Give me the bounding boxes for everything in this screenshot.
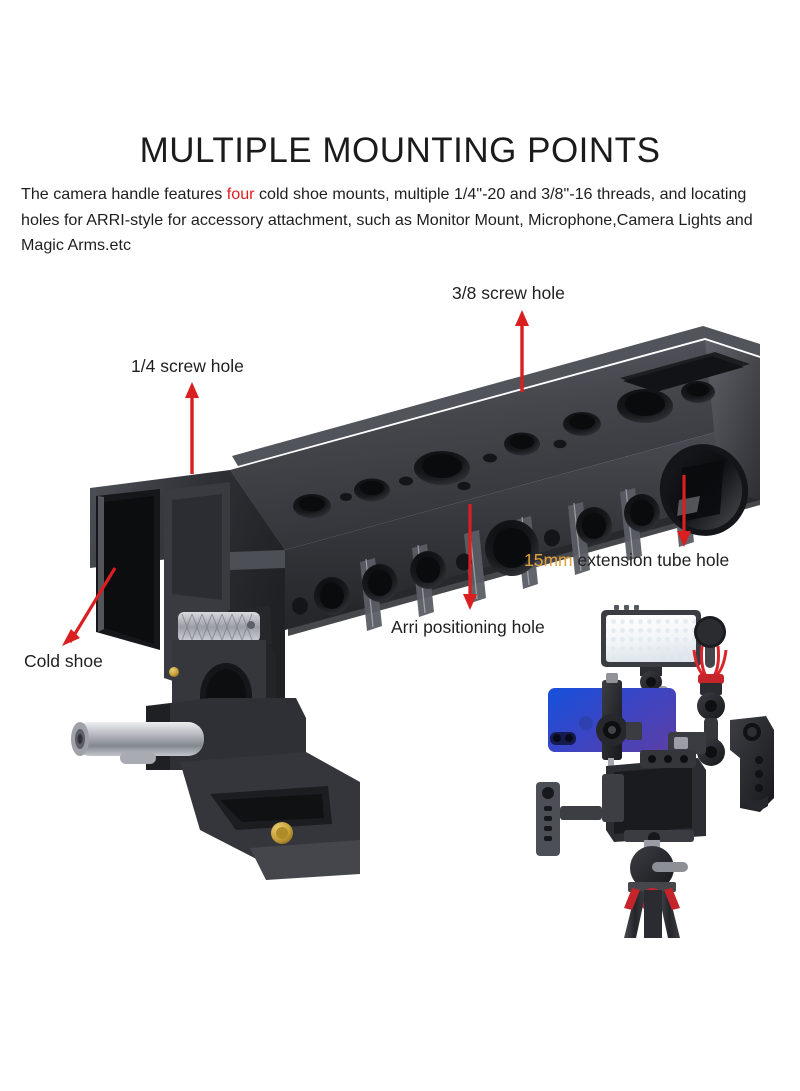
phone-clamp (596, 673, 642, 802)
page-title: MULTIPLE MOUNTING POINTS (139, 131, 661, 170)
handle-mount-assembly (71, 612, 360, 880)
intro-text-before: The camera handle features (21, 185, 227, 203)
camera-handle-illustration (60, 300, 760, 890)
callout-label-extension-tube-hole-amber: 15mm (524, 550, 573, 570)
extension-rod (71, 722, 204, 764)
arrow-three-eighth-screw-hole (511, 310, 533, 392)
camera-cage (602, 750, 706, 844)
side-handle (730, 716, 774, 812)
callout-label-cold-shoe: Cold shoe (24, 651, 103, 671)
arrow-cold-shoe (58, 550, 128, 646)
callout-label-three-eighth-screw-hole: 3/8 screw hole (452, 283, 565, 303)
arrow-extension-tube-hole (673, 475, 695, 547)
cheese-plate (536, 782, 602, 856)
arrow-quarter-screw-hole (181, 382, 203, 474)
intro-text-after: cold shoe mounts, multiple 1/4"-20 and 3… (21, 185, 753, 254)
led-panel-light (601, 605, 701, 676)
callout-label-extension-tube-hole: 15mm extension tube hole (524, 550, 730, 570)
intro-highlight-four: four (226, 185, 255, 203)
right-magic-arm (668, 692, 725, 766)
shotgun-microphone (692, 616, 728, 695)
tripod-legs (624, 888, 680, 938)
callout-label-quarter-screw-hole: 1/4 screw hole (131, 356, 244, 376)
intro-paragraph: The camera handle features four cold sho… (21, 182, 783, 259)
callout-label-extension-tube-hole-rest: extension tube hole (572, 550, 730, 570)
arrow-arri-positioning-hole (459, 504, 481, 610)
camera-rig-photo (528, 590, 800, 938)
callout-label-arri-positioning-hole: Arri positioning hole (391, 617, 545, 637)
